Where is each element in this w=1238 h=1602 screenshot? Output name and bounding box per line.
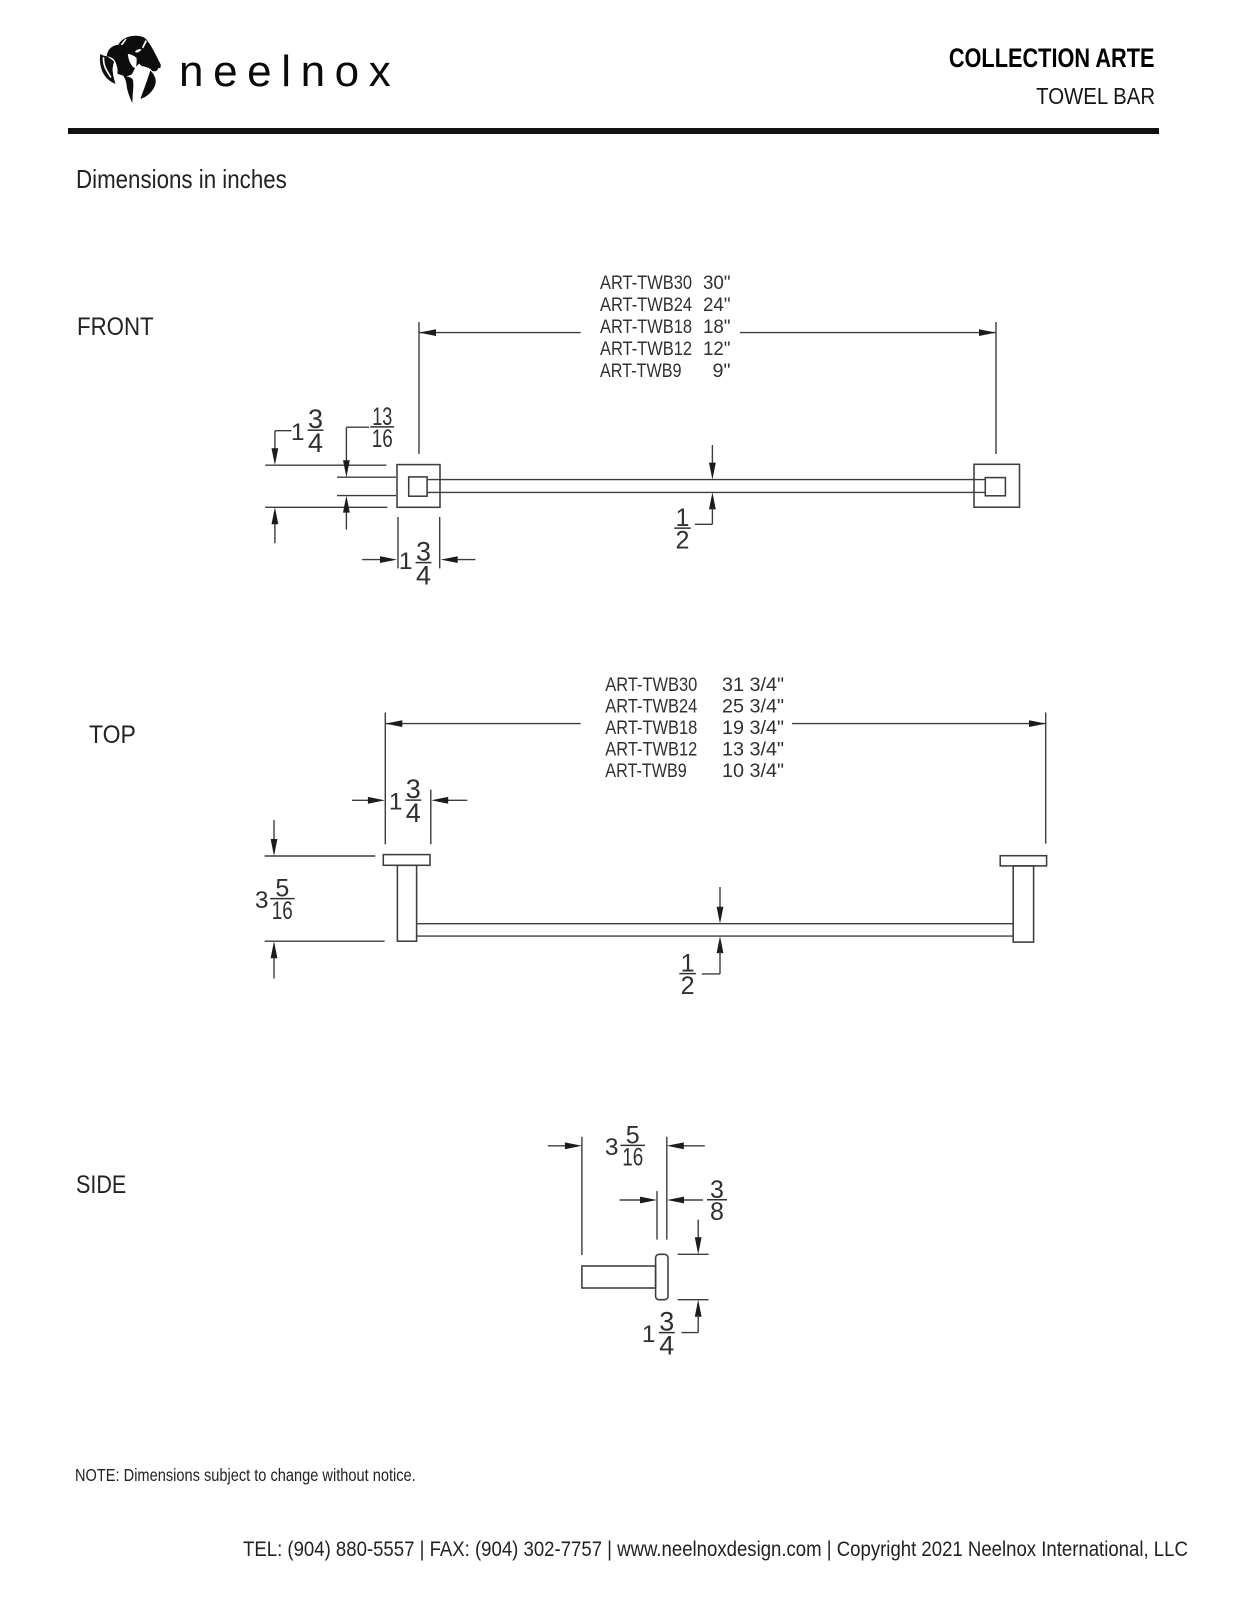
svg-text:4: 4 — [308, 428, 323, 458]
svg-text:2: 2 — [676, 526, 690, 554]
svg-text:ART-TWB18: ART-TWB18 — [600, 317, 692, 338]
svg-text:25 3/4": 25 3/4" — [722, 696, 784, 717]
svg-text:ART-TWB9: ART-TWB9 — [600, 361, 682, 382]
svg-text:ART-TWB18: ART-TWB18 — [605, 718, 697, 739]
svg-text:3: 3 — [605, 1134, 619, 1161]
svg-text:ART-TWB12: ART-TWB12 — [600, 339, 692, 360]
svg-text:12": 12" — [703, 339, 731, 360]
svg-text:1: 1 — [642, 1321, 656, 1348]
svg-text:16: 16 — [272, 897, 293, 925]
svg-text:5: 5 — [626, 1121, 640, 1149]
svg-text:3: 3 — [255, 887, 269, 914]
svg-text:2: 2 — [681, 972, 695, 1000]
svg-text:3: 3 — [416, 537, 431, 567]
svg-text:24": 24" — [703, 295, 731, 316]
svg-text:8: 8 — [710, 1198, 724, 1226]
svg-text:ART-TWB9: ART-TWB9 — [605, 761, 687, 782]
svg-text:18": 18" — [703, 317, 731, 338]
svg-text:1: 1 — [676, 504, 690, 532]
svg-text:ART-TWB24: ART-TWB24 — [600, 295, 692, 316]
svg-text:19 3/4": 19 3/4" — [722, 718, 784, 739]
svg-text:3: 3 — [406, 774, 421, 804]
svg-text:4: 4 — [659, 1330, 674, 1360]
svg-text:ART-TWB30: ART-TWB30 — [605, 675, 697, 696]
svg-text:10 3/4": 10 3/4" — [722, 761, 784, 782]
svg-text:1: 1 — [389, 789, 403, 816]
svg-text:4: 4 — [416, 560, 431, 590]
svg-text:13: 13 — [372, 403, 392, 431]
svg-text:31 3/4": 31 3/4" — [722, 675, 784, 696]
svg-text:3: 3 — [308, 404, 323, 434]
svg-text:16: 16 — [622, 1144, 643, 1172]
svg-text:5: 5 — [275, 875, 289, 903]
svg-text:9": 9" — [713, 361, 731, 382]
svg-text:1: 1 — [399, 548, 413, 575]
svg-text:16: 16 — [372, 425, 393, 453]
svg-text:ART-TWB12: ART-TWB12 — [605, 739, 697, 760]
svg-text:30": 30" — [703, 273, 731, 294]
svg-text:3: 3 — [710, 1176, 724, 1204]
svg-text:ART-TWB30: ART-TWB30 — [600, 273, 692, 294]
svg-text:1: 1 — [291, 419, 305, 446]
svg-text:1: 1 — [681, 950, 695, 978]
svg-text:ART-TWB24: ART-TWB24 — [605, 696, 697, 717]
svg-text:4: 4 — [406, 798, 421, 828]
svg-text:3: 3 — [659, 1307, 674, 1337]
svg-text:13 3/4": 13 3/4" — [722, 739, 784, 760]
